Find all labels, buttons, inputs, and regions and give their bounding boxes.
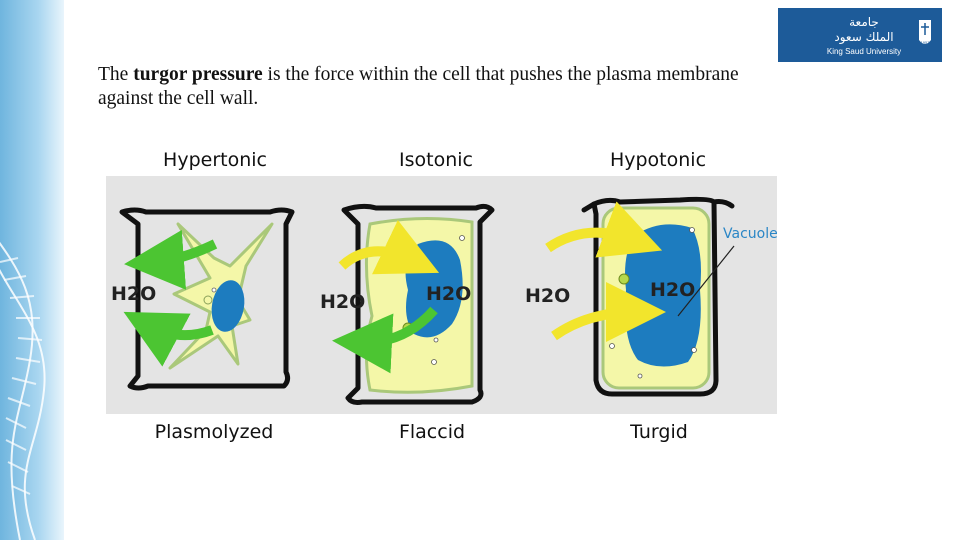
water-arrow-in-bottom [551, 282, 666, 343]
organelle [433, 337, 439, 343]
heading-hypotonic: Hypotonic [610, 149, 706, 171]
logo-arabic-line1: جامعة [849, 15, 879, 29]
osmosis-diagram: Hypertonic Isotonic Hypotonic H2O H2O H2… [106, 149, 778, 443]
water-arrow-in-top [545, 201, 663, 258]
water-arrow-out-bottom [123, 311, 214, 367]
cell-flaccid: H2O H2O [320, 203, 495, 405]
vacuole-pointer-line [677, 245, 735, 317]
water-label-flaccid-inside: H2O [426, 283, 471, 305]
heading-hypertonic: Hypertonic [163, 149, 267, 171]
water-label-turgid-outside: H2O [525, 285, 570, 307]
cell-turgid: H2O H2O Vacuole [525, 196, 778, 397]
intro-text-after: is the force within the cell that pushes… [98, 64, 739, 109]
organelle [211, 287, 217, 293]
logo-arabic-line2: الملك سعود [834, 30, 893, 45]
cell-wall-turgid [591, 196, 719, 397]
turgor-pressure-definition: The turgor pressure is the force within … [98, 63, 798, 111]
university-seal-icon: 1957 [919, 20, 931, 45]
organelle [431, 359, 437, 365]
caption-plasmolyzed: Plasmolyzed [155, 421, 274, 443]
caption-flaccid: Flaccid [399, 421, 465, 443]
organelle [203, 295, 213, 305]
king-saud-university-logo: جامعة الملك سعود King Saud University 19… [778, 8, 942, 62]
organelle [459, 235, 465, 241]
organelle [691, 347, 697, 353]
seal-year: 1957 [921, 40, 931, 45]
vacuole-plasmolyzed [211, 280, 245, 332]
organelle [615, 217, 621, 223]
vacuole-label: Vacuole [723, 226, 778, 242]
organelle [637, 373, 643, 379]
cell-wall-plasmolyzed [119, 207, 295, 391]
water-label-flaccid-outside: H2O [320, 291, 365, 313]
caption-turgid: Turgid [629, 421, 688, 443]
cell-plasmolyzed: H2O [111, 207, 295, 391]
organelle [387, 265, 393, 271]
organelle [609, 343, 615, 349]
water-label-turgid-inside: H2O [650, 279, 695, 301]
dna-background-band [0, 0, 64, 540]
water-arrow-in [338, 220, 440, 275]
logo-english-name: King Saud University [827, 47, 901, 56]
organelle [689, 227, 695, 233]
intro-term: turgor pressure [133, 64, 263, 85]
water-label-plasmolyzed: H2O [111, 283, 156, 305]
water-arrow-out [332, 306, 438, 374]
organelle [618, 273, 630, 285]
intro-text-before: The [98, 64, 134, 85]
cell-wall-flaccid [341, 203, 495, 405]
heading-isotonic: Isotonic [399, 149, 473, 171]
water-arrow-out-top [124, 229, 218, 290]
cell-wall-turgid-flare [581, 199, 735, 213]
